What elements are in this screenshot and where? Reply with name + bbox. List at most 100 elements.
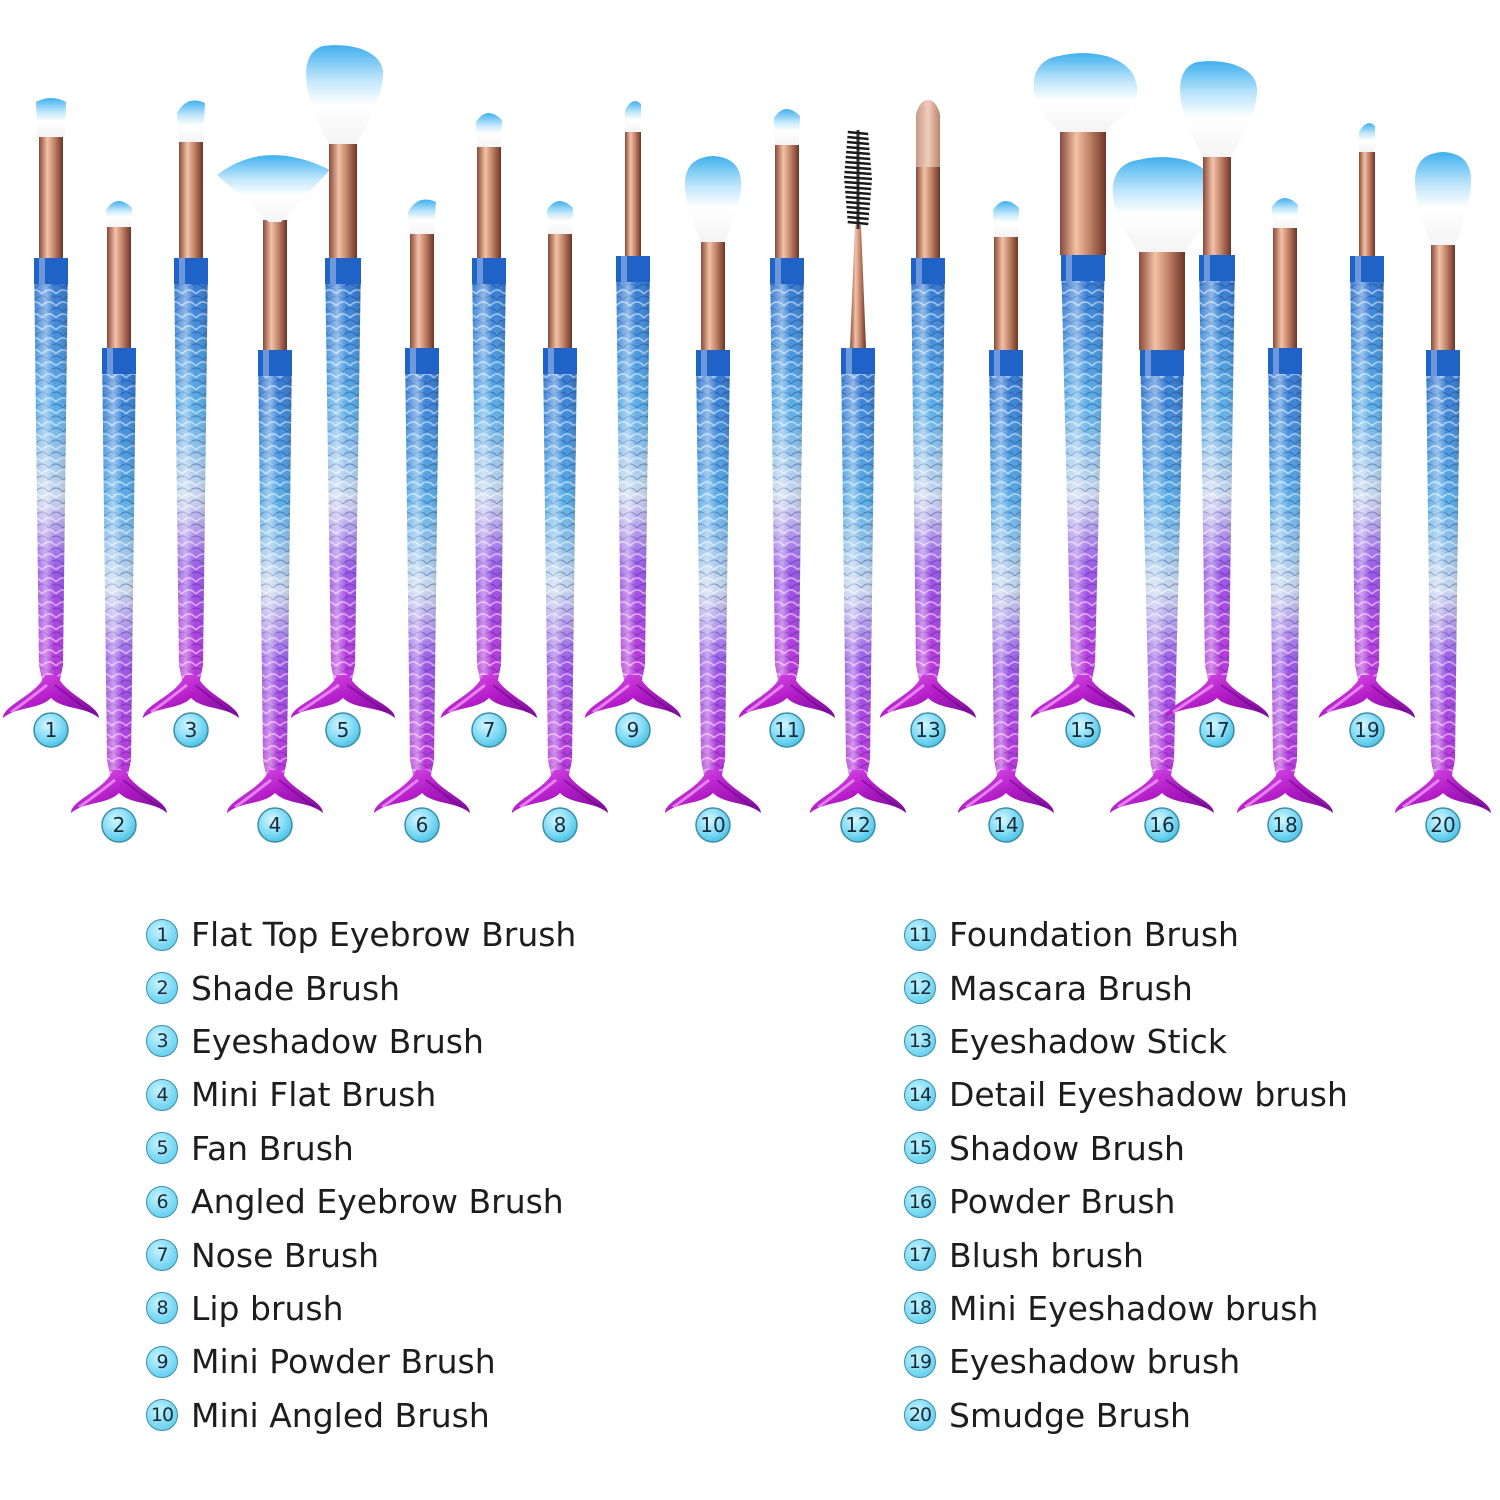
collar-shine xyxy=(107,348,113,374)
handle-shine xyxy=(770,258,804,690)
handle-shine xyxy=(34,258,68,690)
brush-17: 17 xyxy=(1165,61,1269,748)
spoolie-bristle xyxy=(844,185,872,191)
tail-shadow xyxy=(716,779,754,808)
mermaid-tail-fin xyxy=(227,770,323,813)
legend-label: Shadow Brush xyxy=(949,1128,1185,1168)
handle-collar xyxy=(616,256,650,282)
brush-7: 7 xyxy=(441,112,537,748)
handle-collar xyxy=(1140,350,1184,376)
tail-shadow xyxy=(1220,684,1262,713)
number-badge: 13 xyxy=(910,712,946,748)
badge-circle xyxy=(910,712,946,748)
collar-shine xyxy=(548,348,554,374)
brush-bristles xyxy=(1180,61,1258,158)
legend-number-badge: 2 xyxy=(146,972,178,1005)
brush-bristles xyxy=(1112,157,1217,252)
tail-highlight xyxy=(448,683,486,714)
spoolie-bristle xyxy=(847,215,869,221)
handle-collar xyxy=(258,350,292,376)
legend-number-badge: 14 xyxy=(904,1078,936,1111)
badge-number: 2 xyxy=(113,813,126,837)
badge-circle xyxy=(1199,712,1235,748)
badge-circle xyxy=(471,712,507,748)
badge-number: 16 xyxy=(1149,813,1174,837)
spoolie-bristle xyxy=(845,190,871,196)
brush-12: 12 xyxy=(810,130,906,843)
number-badge: 5 xyxy=(325,712,361,748)
tail-highlight xyxy=(1326,683,1364,714)
legend-label: Powder Brush xyxy=(949,1182,1176,1222)
handle-collar xyxy=(174,258,208,284)
legend-number-badge: 9 xyxy=(146,1345,178,1378)
tail-highlight xyxy=(10,683,48,714)
collar-shine xyxy=(621,256,627,282)
collar-shine xyxy=(263,350,269,376)
spoolie-bristle xyxy=(847,135,869,141)
badge-number: 5 xyxy=(337,718,350,742)
mermaid-tail-fin xyxy=(665,770,761,813)
legend-number-badge: 12 xyxy=(904,972,936,1005)
legend-number-badge: 18 xyxy=(904,1292,936,1325)
collar-shine xyxy=(846,348,852,374)
brush-ferrule xyxy=(39,135,63,258)
handle-shine xyxy=(1199,255,1235,690)
brush-8: 8 xyxy=(512,200,608,843)
brush-9: 9 xyxy=(585,101,681,748)
legend-number-badge: 17 xyxy=(904,1239,936,1272)
handle-shine xyxy=(1061,255,1105,690)
brush-ferrule xyxy=(477,145,501,258)
tail-shadow xyxy=(861,779,899,808)
number-badge: 8 xyxy=(542,807,578,843)
mermaid-tail-fin xyxy=(441,675,537,718)
handle-collar xyxy=(1350,256,1384,282)
handle-shine xyxy=(325,258,361,690)
tail-highlight xyxy=(150,683,188,714)
brush-bristles xyxy=(476,112,502,147)
tail-highlight xyxy=(1402,778,1440,809)
handle-shine xyxy=(102,348,136,785)
brush-14: 14 xyxy=(958,200,1054,843)
number-badge: 3 xyxy=(173,712,209,748)
badge-circle xyxy=(542,807,578,843)
brush-ferrule xyxy=(775,143,799,258)
legend-number-badge: 13 xyxy=(904,1025,936,1058)
tail-highlight xyxy=(1244,778,1282,809)
number-badge: 9 xyxy=(615,712,651,748)
collar-shine xyxy=(39,258,45,284)
legend-label: Shade Brush xyxy=(191,968,401,1008)
tail-highlight xyxy=(1038,683,1080,714)
brush-bristles xyxy=(106,200,132,227)
badge-number: 7 xyxy=(483,718,496,742)
brush-bristles xyxy=(1414,152,1472,245)
spoolie-bristle xyxy=(845,200,871,206)
tail-shadow xyxy=(54,684,92,713)
mermaid-tail-fin xyxy=(880,675,976,718)
badge-number: 17 xyxy=(1204,718,1229,742)
badge-number: 6 xyxy=(416,813,429,837)
badge-circle xyxy=(257,807,293,843)
brush-ferrule xyxy=(1273,226,1297,348)
brush-ferrule xyxy=(107,225,131,348)
handle-collar xyxy=(34,258,68,284)
number-badge: 19 xyxy=(1349,712,1385,748)
badge-circle xyxy=(173,712,209,748)
brush-ferrule xyxy=(1359,150,1375,256)
badge-number: 15 xyxy=(1070,718,1095,742)
collar-shine xyxy=(1355,256,1361,282)
badge-circle xyxy=(988,807,1024,843)
badge-number: 1 xyxy=(45,718,58,742)
legend-label: Blush brush xyxy=(949,1235,1144,1275)
badge-circle xyxy=(1267,807,1303,843)
badge-circle xyxy=(615,712,651,748)
handle-shine xyxy=(616,256,650,690)
handle-collar xyxy=(1199,255,1235,281)
number-badge: 2 xyxy=(101,807,137,843)
tail-highlight xyxy=(746,683,784,714)
handle-collar xyxy=(989,350,1023,376)
